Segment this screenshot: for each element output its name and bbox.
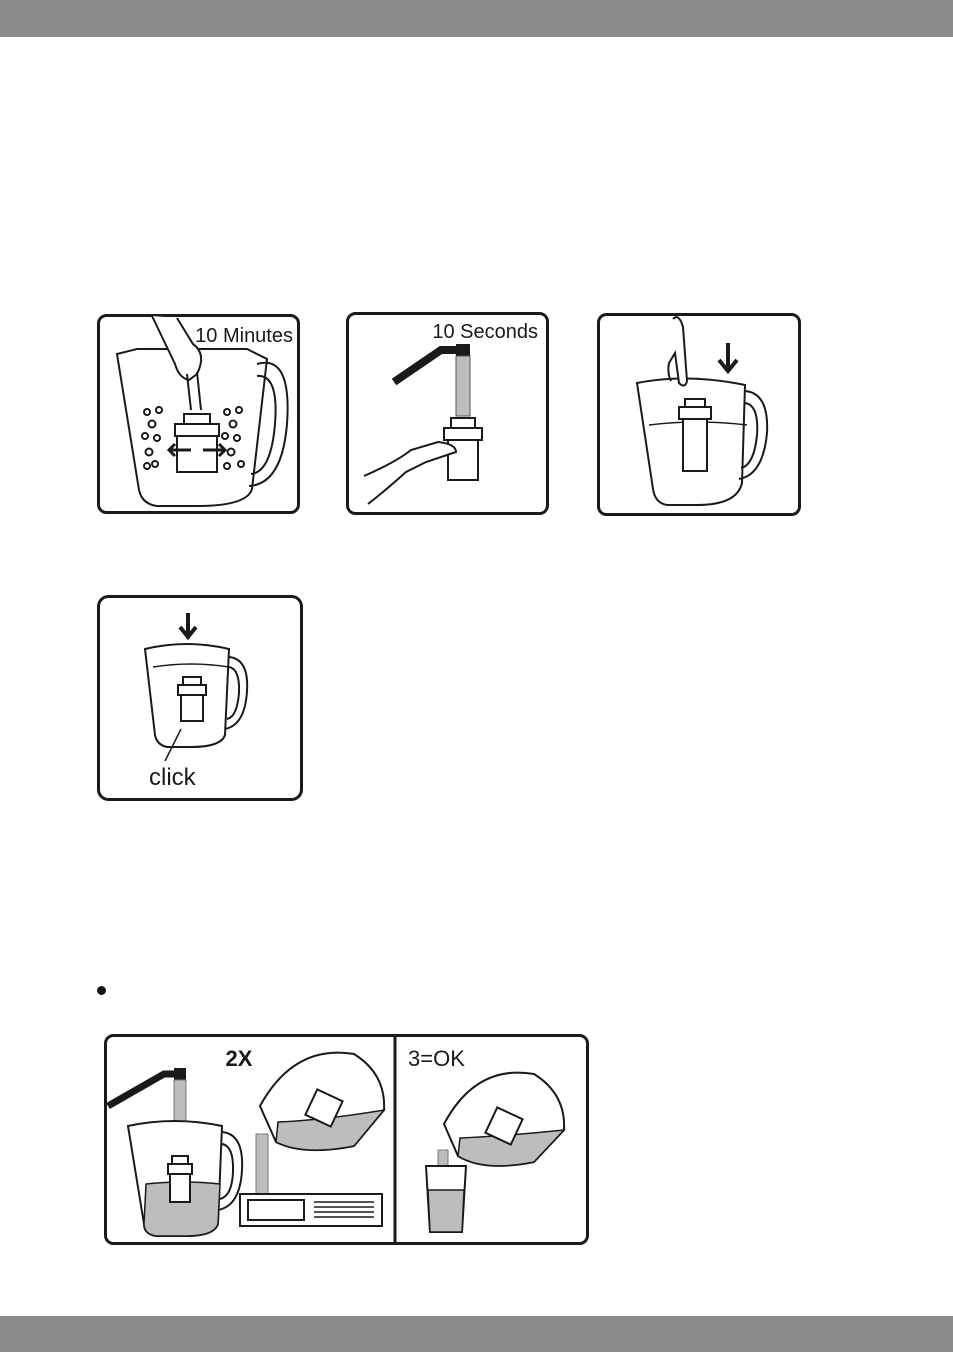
soak-illustration: 10 Minutes — [97, 314, 301, 516]
bullet-point — [97, 986, 106, 995]
step-flush-panel: 2X 3=OK — [104, 1034, 590, 1246]
step-click-panel: click — [97, 595, 303, 801]
click-label: click — [149, 764, 197, 791]
flush-count-label: 2X — [226, 1046, 253, 1071]
step-rinse-panel: 10 Seconds — [346, 312, 550, 516]
insert-illustration — [597, 313, 801, 517]
rinse-time-label: 10 Seconds — [432, 321, 538, 343]
step-soak-panel: 10 Minutes — [97, 314, 301, 516]
header-bar — [0, 0, 953, 37]
footer-bar — [0, 1316, 953, 1352]
flush-illustration: 2X 3=OK — [104, 1034, 590, 1246]
soak-time-label: 10 Minutes — [195, 325, 293, 347]
click-illustration: click — [97, 595, 303, 801]
step-insert-panel — [597, 313, 801, 517]
ok-count-label: 3=OK — [408, 1046, 465, 1071]
rinse-illustration: 10 Seconds — [346, 312, 550, 516]
